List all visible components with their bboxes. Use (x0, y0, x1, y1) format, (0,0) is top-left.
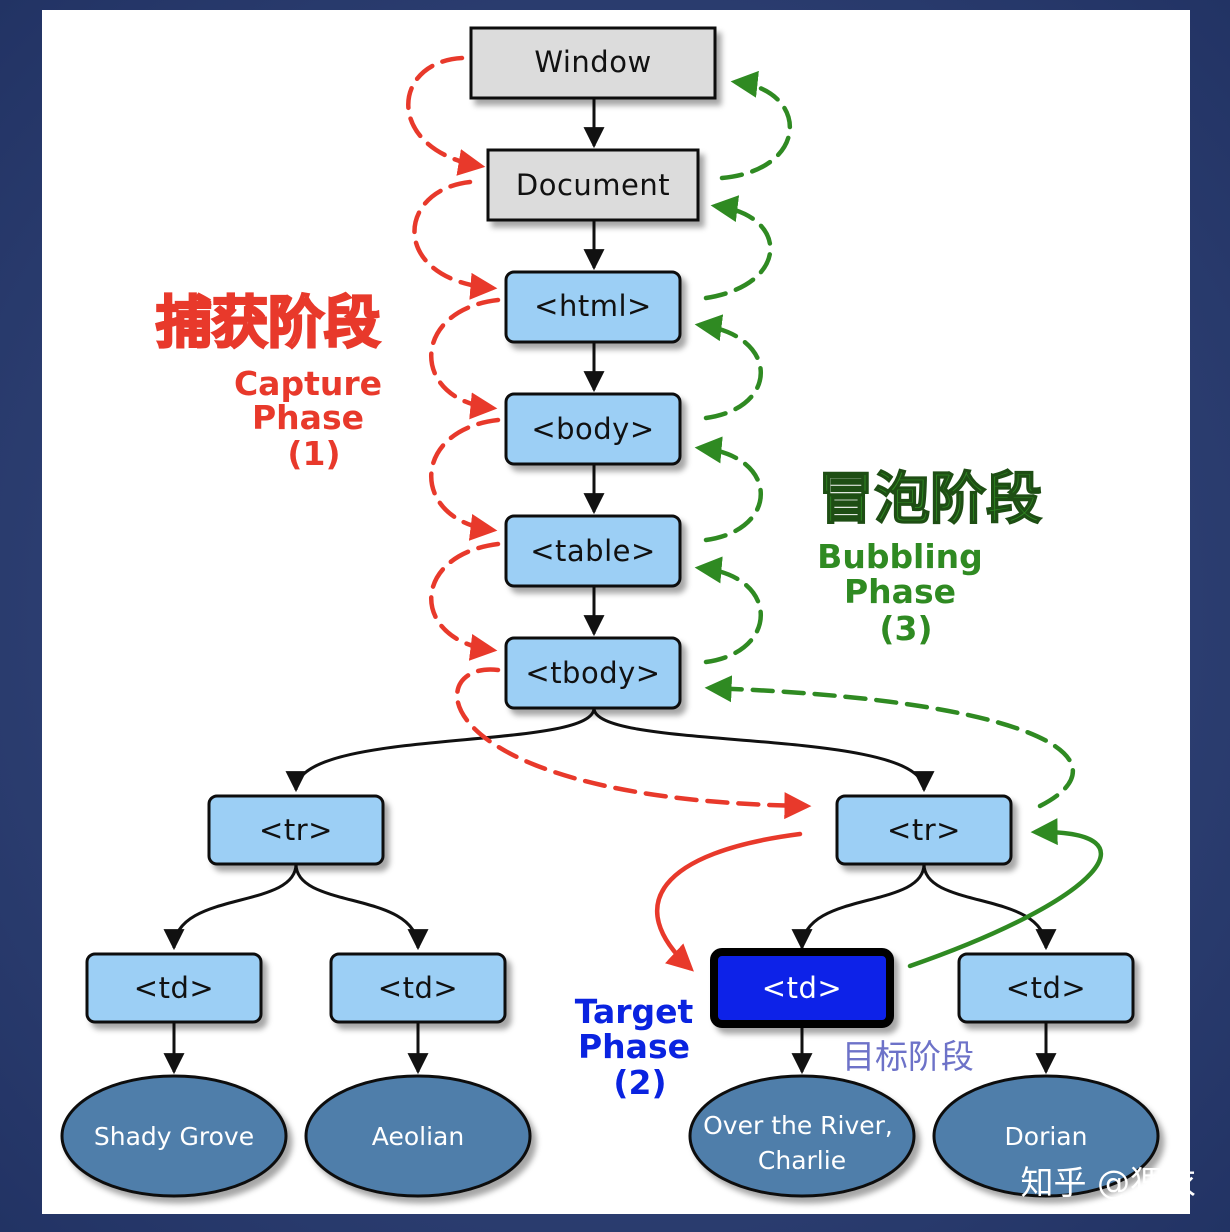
leaf-over-the-river-line1: Over the River, (703, 1111, 893, 1140)
capture-arrow-6 (454, 667, 812, 820)
leaf-dorian-label: Dorian (1005, 1122, 1088, 1151)
node-td-1: <td> (85, 952, 263, 1024)
node-body: <body> (504, 392, 682, 466)
node-td-2: <td> (329, 952, 507, 1024)
target-phase-en-line3: (2) (613, 1063, 666, 1102)
target-phase-cn: 目标阶段 (842, 1037, 974, 1076)
node-html-label: <html> (534, 289, 652, 323)
bubbling-phase-label: 冒泡阶段 Bubbling Phase (3) (817, 466, 1043, 648)
capture-arrow-5 (429, 541, 501, 661)
capture-phase-label: 捕获阶段 Capture Phase (1) (155, 290, 382, 473)
node-window: Window (469, 26, 717, 100)
bubbling-arrow-target (907, 818, 1103, 969)
capture-arrow-4 (429, 417, 501, 541)
bubbling-arrow-2 (703, 195, 773, 301)
connector-tr-left-td-1 (163, 863, 298, 951)
capture-arrow-2 (412, 179, 498, 300)
node-td-4: <td> (957, 952, 1135, 1024)
node-td-target-label: <td> (762, 971, 842, 1005)
bubbling-arrow-6 (704, 675, 1076, 809)
leaf-aeolian-label: Aeolian (372, 1122, 464, 1151)
capture-arrow-1 (406, 55, 486, 176)
bubbling-arrow-3 (694, 314, 763, 421)
target-phase-label: Target Phase (2) 目标阶段 (575, 992, 974, 1102)
bubbling-arrow-4 (694, 436, 763, 543)
bubbling-phase-cn: 冒泡阶段 (818, 467, 1042, 532)
connector-tr-right-td-4 (922, 863, 1057, 951)
node-td-2-label: <td> (378, 971, 458, 1005)
connector-tr-right-td-target (791, 863, 926, 951)
node-document: Document (486, 148, 700, 222)
bubbling-phase-en-line3: (3) (879, 609, 932, 648)
bubbling-phase-en-line1: Bubbling (817, 537, 983, 576)
node-td-4-label: <td> (1006, 971, 1086, 1005)
bubbling-phase-en-line2: Phase (844, 572, 956, 611)
node-document-label: Document (516, 168, 670, 202)
node-tbody: <tbody> (504, 636, 682, 710)
target-phase-en-line1: Target (575, 992, 694, 1031)
leaf-shady-grove-label: Shady Grove (94, 1122, 254, 1151)
capture-arrows (406, 55, 812, 820)
node-tr-left: <tr> (207, 794, 385, 866)
connector-tbody-tr-right (592, 707, 935, 793)
bubbling-arrow-5 (694, 556, 763, 665)
bubbling-arrows (694, 70, 1076, 809)
node-body-label: <body> (531, 412, 654, 446)
leaf-over-the-river-line2: Charlie (758, 1146, 846, 1175)
node-table-label: <table> (530, 534, 656, 568)
capture-phase-en-line1: Capture (234, 364, 382, 403)
connector-tbody-tr-left (285, 707, 596, 793)
tree-connectors (163, 98, 1057, 1075)
node-html: <html> (504, 270, 682, 344)
leaf-shady-grove: Shady Grove (60, 1074, 288, 1198)
node-tr-left-label: <tr> (259, 813, 333, 847)
capture-arrow-3 (429, 297, 501, 420)
connector-tr-left-td-2 (294, 863, 429, 951)
target-phase-en-line2: Phase (578, 1027, 690, 1066)
node-tr-right: <tr> (835, 794, 1013, 866)
node-tbody-label: <tbody> (525, 656, 660, 690)
capture-phase-cn: 捕获阶段 (156, 291, 380, 356)
leaf-dorian: Dorian (932, 1074, 1160, 1198)
node-td-target: <td> (710, 948, 894, 1028)
node-tr-right-label: <tr> (887, 813, 961, 847)
node-table: <table> (504, 514, 682, 588)
leaf-aeolian: Aeolian (304, 1074, 532, 1198)
watermark-text: 知乎 @狸衣 (1021, 1163, 1197, 1202)
capture-phase-en-line2: Phase (252, 398, 364, 437)
leaf-over-the-river: Over the River, Charlie (688, 1074, 916, 1198)
node-td-1-label: <td> (134, 971, 214, 1005)
bubbling-arrow-1 (719, 70, 792, 181)
capture-arrow-target (654, 831, 803, 972)
capture-phase-en-line3: (1) (287, 434, 340, 473)
node-window-label: Window (534, 45, 651, 79)
